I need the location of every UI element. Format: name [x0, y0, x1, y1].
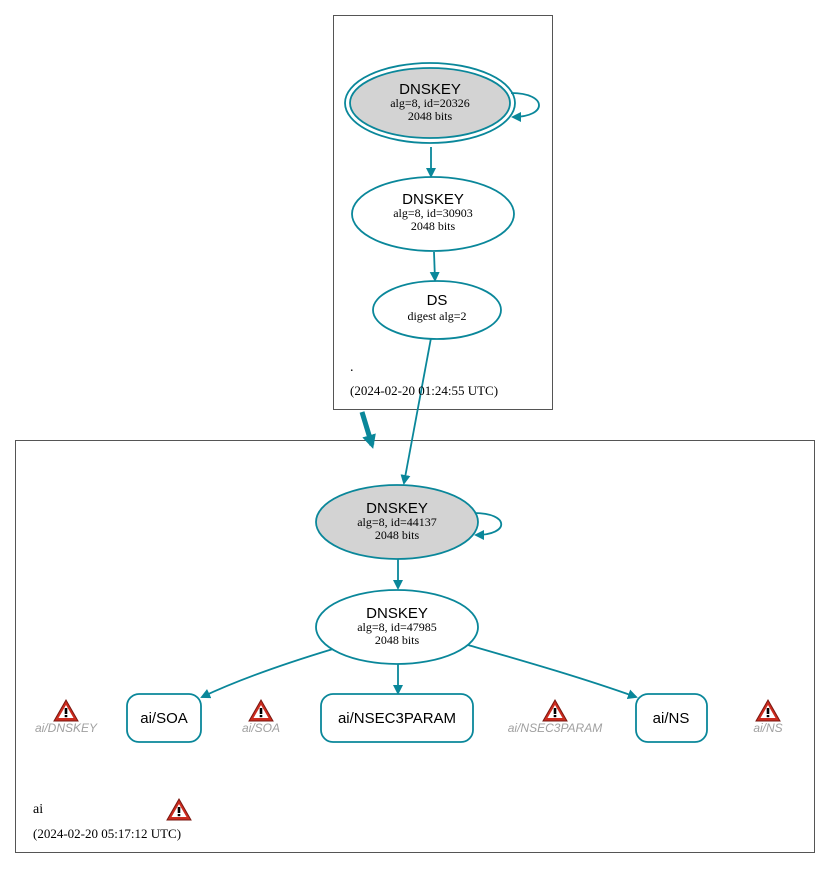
ai-zsk-title: DNSKEY: [366, 605, 428, 622]
ai-ns-label: ai/NS: [653, 710, 690, 727]
root-zsk-line1: alg=8, id=30903: [393, 206, 473, 220]
edge-ksk-self-root: [510, 92, 540, 122]
ai-zsk-line2: 2048 bits: [375, 633, 420, 647]
ai-zone-box: [15, 440, 815, 853]
root-ksk-title: DNSKEY: [399, 81, 461, 98]
warning-dnskey[interactable]: ai/DNSKEY: [35, 699, 98, 735]
root-ksk-node[interactable]: DNSKEY alg=8, id=20326 2048 bits: [344, 62, 516, 144]
ai-ns-node[interactable]: ai/NS: [635, 693, 708, 743]
root-zone-timestamp: (2024-02-20 01:24:55 UTC): [350, 383, 498, 398]
root-ds-node[interactable]: DS digest alg=2: [372, 280, 502, 340]
root-ds-title: DS: [427, 292, 448, 309]
ai-ksk-node[interactable]: DNSKEY alg=8, id=44137 2048 bits: [315, 484, 479, 560]
root-zsk-title: DNSKEY: [402, 191, 464, 208]
ai-soa-node[interactable]: ai/SOA: [126, 693, 202, 743]
ai-nsec3param-label: ai/NSEC3PARAM: [338, 710, 456, 727]
root-zsk-node[interactable]: DNSKEY alg=8, id=30903 2048 bits: [351, 176, 515, 252]
ai-zone-warning[interactable]: [166, 798, 192, 821]
warning-triangle-icon: [166, 798, 192, 821]
root-ksk-line1: alg=8, id=20326: [390, 96, 470, 110]
ai-ksk-line1: alg=8, id=44137: [357, 515, 437, 529]
edge-root-zsk-to-ds: [429, 251, 440, 282]
edge-delegation: [359, 411, 376, 449]
root-zone-box: [333, 15, 553, 410]
warning-nsec3param[interactable]: ai/NSEC3PARAM: [508, 699, 602, 735]
ai-ksk-title: DNSKEY: [366, 500, 428, 517]
ai-zsk-node[interactable]: DNSKEY alg=8, id=47985 2048 bits: [315, 589, 479, 665]
warning-triangle-icon: [53, 699, 79, 722]
ai-zsk-line1: alg=8, id=47985: [357, 620, 437, 634]
root-zone-name: .: [350, 360, 354, 375]
warning-nsec3param-label: ai/NSEC3PARAM: [508, 721, 602, 735]
warning-triangle-icon: [542, 699, 568, 722]
edge-ds-to-ai-ksk: [400, 337, 432, 485]
ai-soa-label: ai/SOA: [140, 710, 188, 727]
warning-ns-label: ai/NS: [753, 721, 782, 735]
root-ksk-line2: 2048 bits: [408, 109, 453, 123]
edge-zsk-to-soa: [200, 648, 334, 699]
warning-triangle-icon: [755, 699, 781, 722]
warning-triangle-icon: [248, 699, 274, 722]
ai-zone-timestamp: (2024-02-20 05:17:12 UTC): [33, 826, 181, 841]
ai-ksk-line2: 2048 bits: [375, 528, 420, 542]
ai-zone-name: ai: [33, 802, 43, 817]
ai-nsec3param-node[interactable]: ai/NSEC3PARAM: [320, 693, 474, 743]
root-zsk-line2: 2048 bits: [411, 219, 456, 233]
edge-ksk-self-ai: [473, 512, 503, 540]
edge-zsk-to-ns: [467, 644, 638, 700]
root-ds-line1: digest alg=2: [407, 309, 466, 323]
warning-dnskey-label: ai/DNSKEY: [35, 721, 98, 735]
warning-soa-label: ai/SOA: [242, 721, 280, 735]
warning-soa[interactable]: ai/SOA: [242, 699, 280, 735]
warning-ns[interactable]: ai/NS: [753, 699, 783, 735]
